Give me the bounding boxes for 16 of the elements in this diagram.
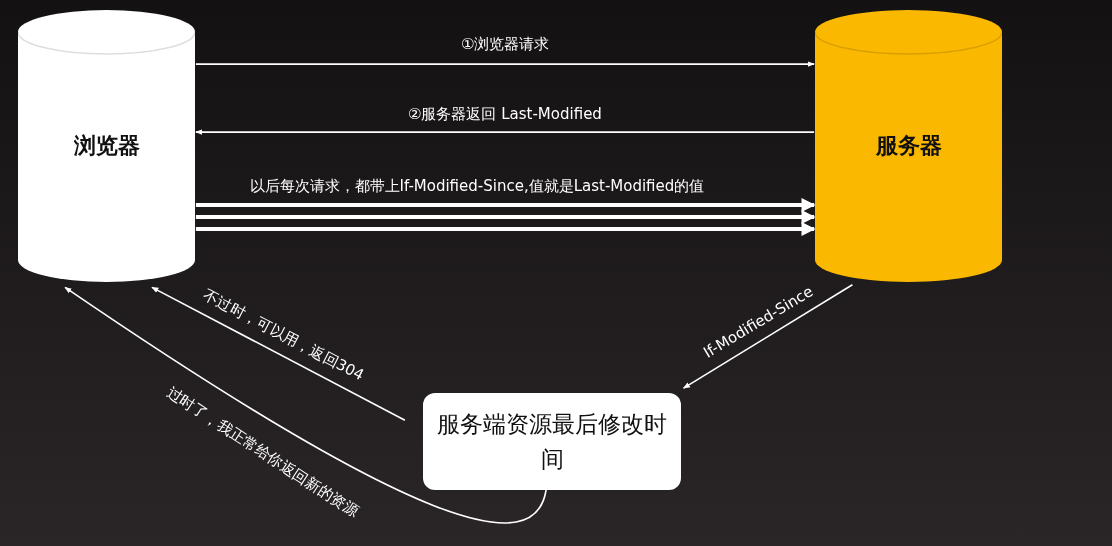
edge-label: ②服务器返回 Last-Modified xyxy=(408,104,602,124)
arrow xyxy=(151,286,406,421)
arrow xyxy=(195,129,815,135)
arrow xyxy=(195,61,815,67)
thick-arrow xyxy=(195,210,816,224)
thick-arrow xyxy=(195,222,816,236)
thick-arrow xyxy=(195,198,816,212)
browser-cylinder: 浏览器 xyxy=(18,10,195,282)
arrow xyxy=(682,283,854,389)
arrow xyxy=(64,286,547,524)
edge-label: 不过时，可以用，返回304 xyxy=(199,285,367,385)
edge-label: 过时了，我正常给你返回新的资源 xyxy=(162,382,362,522)
edge-label: 以后每次请求，都带上If-Modified-Since,值就是Last-Modified的值 xyxy=(249,176,705,196)
server-cylinder: 服务器 xyxy=(815,10,1002,282)
edge-label: ①浏览器请求 xyxy=(461,34,550,54)
time-box: 服务端资源最后修改时间 xyxy=(423,393,681,490)
